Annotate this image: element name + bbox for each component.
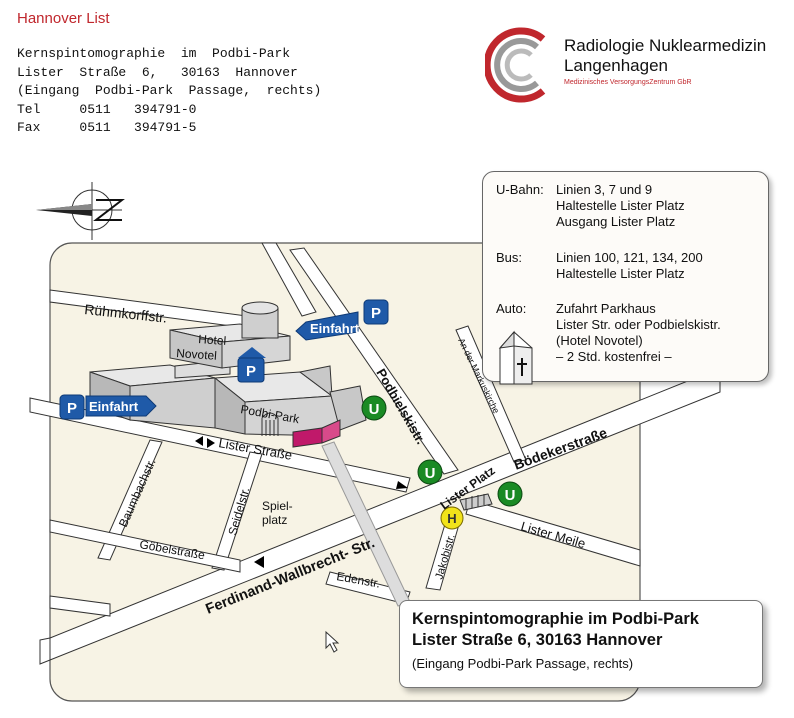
direction-arrows	[195, 436, 408, 568]
bus-stop-icon: H	[440, 506, 464, 530]
callout-address: Lister Straße 6, 30163 Hannover	[412, 631, 663, 649]
parking-icon: P	[59, 394, 85, 420]
logo-mark-icon	[485, 27, 546, 103]
playground-label: Spiel-	[262, 499, 293, 513]
einfahrt-label: Einfahrt	[89, 399, 139, 414]
streets	[29, 242, 721, 661]
ubahn-icon: U	[497, 481, 523, 507]
church-icon	[498, 330, 533, 385]
info-value: Zufahrt Parkhaus	[556, 301, 656, 316]
logo: Radiologie Nuklearmedizin Langenhagen Me…	[485, 25, 785, 105]
logo-subtitle: Medizinisches VersorgungsZentrum GbR	[564, 79, 692, 86]
passage-arches	[261, 412, 279, 436]
info-value: – 2 Std. kostenfrei –	[556, 349, 672, 364]
svg-text:U: U	[425, 465, 436, 482]
einfahrt-arrow-upper: Einfahrt	[295, 311, 360, 341]
page-title: Hannover List	[17, 10, 110, 27]
info-label: Auto:	[496, 301, 527, 316]
address-callout: Kernspintomographie im Podbi-Park Lister…	[399, 600, 763, 688]
bus-shelter-icon	[459, 493, 493, 511]
svg-text:H: H	[447, 511, 456, 526]
address-block: Kernspintomographie im Podbi-Park Lister…	[17, 45, 321, 138]
callout-title: Kernspintomographie im Podbi-Park	[412, 610, 699, 628]
svg-text:U: U	[369, 401, 380, 418]
logo-text: Radiologie Nuklearmedizin	[564, 36, 767, 55]
parking-icon: P	[237, 347, 266, 383]
info-value: Linien 100, 121, 134, 200	[556, 250, 703, 265]
phone-line: Tel 0511 394791-0	[17, 101, 197, 117]
info-value: (Hotel Novotel)	[556, 333, 643, 348]
ubahn-icon: U	[361, 395, 387, 421]
einfahrt-label: Einfahrt	[310, 321, 360, 336]
playground-label: platz	[262, 513, 287, 527]
info-value: Haltestelle Lister Platz	[556, 198, 685, 213]
svg-text:U: U	[505, 487, 516, 504]
svg-text:P: P	[246, 363, 256, 380]
callout-note: (Eingang Podbi-Park Passage, rechts)	[412, 656, 634, 671]
info-value: Linien 3, 7 und 9	[556, 182, 653, 197]
compass-icon	[36, 182, 125, 240]
svg-text:P: P	[371, 305, 381, 322]
ubahn-icon: U	[417, 459, 443, 485]
address-line: Kernspintomographie im Podbi-Park	[17, 46, 291, 61]
address-line: (Eingang Podbi-Park Passage, rechts)	[17, 83, 322, 98]
fax-line: Fax 0511 394791-5	[17, 120, 197, 135]
hotel-label: Hotel	[198, 332, 227, 348]
logo-text: Langenhagen	[564, 56, 669, 75]
parking-icon: P	[363, 299, 389, 325]
cursor-icon	[325, 630, 340, 653]
info-label: Bus:	[496, 250, 523, 265]
info-label: U-Bahn:	[496, 182, 544, 197]
podbi-park-building	[89, 359, 367, 437]
address-line: Lister Straße 6, 30163 Hannover	[17, 64, 298, 80]
info-value: Ausgang Lister Platz	[556, 214, 676, 229]
einfahrt-arrow-lower: Einfahrt	[85, 395, 157, 417]
info-value: Haltestelle Lister Platz	[556, 266, 685, 281]
svg-text:P: P	[67, 400, 77, 417]
hotel-label: Novotel	[176, 346, 218, 363]
info-value: Lister Str. oder Podbielskistr.	[556, 317, 721, 332]
